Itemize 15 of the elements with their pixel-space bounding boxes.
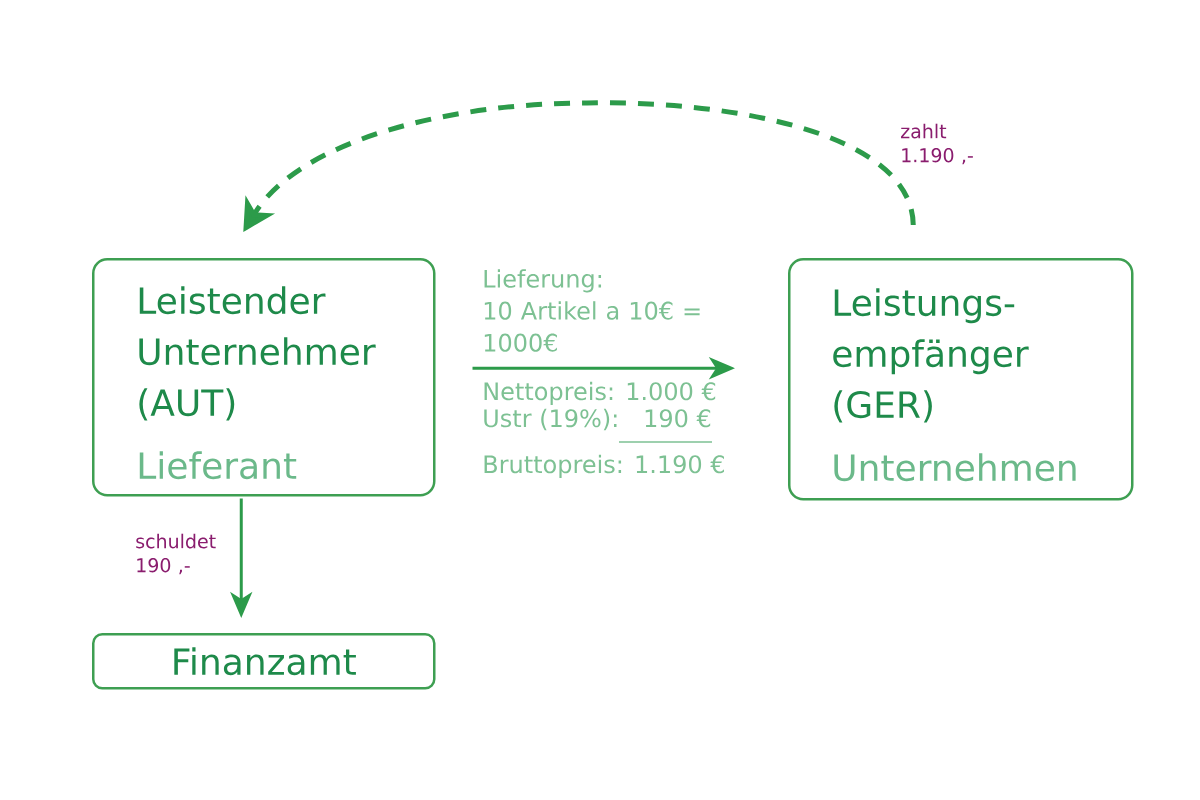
box-heading: Leistender Unternehmer (AUT) xyxy=(139,286,376,421)
edge-label: Lieferung: 10 Artikel a 10€ = 1000€ xyxy=(484,269,700,352)
edge-label: zahlt 1.190 ,- xyxy=(901,123,973,165)
edge-label: schuldet 190 ,- xyxy=(136,533,216,575)
box-heading: Finanzamt xyxy=(174,647,356,676)
entity-box xyxy=(92,258,436,497)
box-subtitle: Unternehmen xyxy=(834,453,1076,482)
price-text: Nettopreis: 1.000 € xyxy=(484,381,716,405)
price-text: Ustr (19%): xyxy=(484,408,617,431)
price-text: 190 € xyxy=(645,409,711,428)
price-text: Bruttopreis: 1.190 € xyxy=(484,454,724,478)
box-subtitle: Lieferant xyxy=(139,451,297,480)
entity-box xyxy=(788,258,1134,501)
box-heading: Leistungs- empfänger (GER) xyxy=(833,288,1029,423)
entity-box xyxy=(92,633,436,690)
